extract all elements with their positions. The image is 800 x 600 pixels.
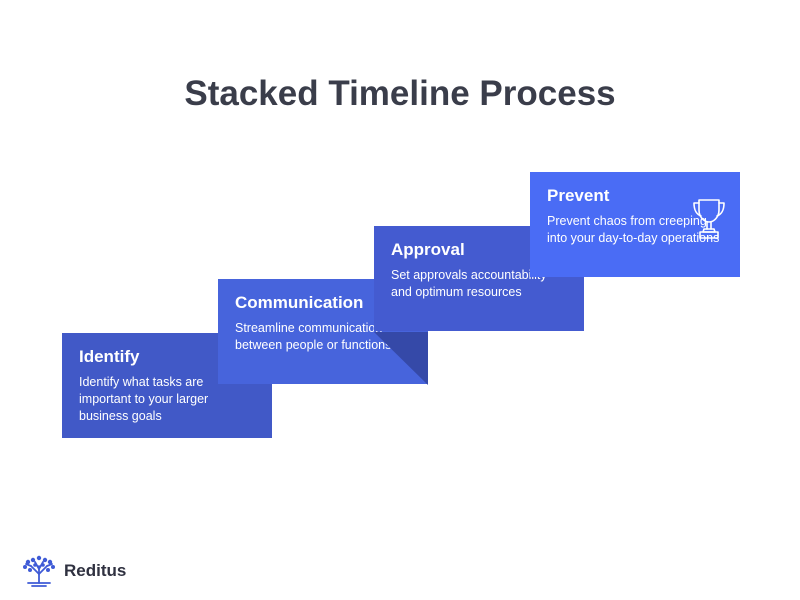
step-description: Set approvals accountability and optimum…	[391, 268, 547, 299]
brand-name: Reditus	[64, 561, 127, 580]
brand: Reditus	[22, 554, 126, 588]
page-title: Stacked Timeline Process	[184, 74, 616, 113]
step-prevent: Prevent Prevent chaos from creeping into…	[530, 172, 740, 277]
step-description: Identify what tasks are important to you…	[79, 375, 209, 423]
step-description: Prevent chaos from creeping into your da…	[547, 214, 720, 245]
tree-logo-icon	[23, 555, 55, 587]
trophy-icon	[693, 199, 725, 239]
step-title: Approval	[391, 240, 465, 259]
step-title: Communication	[235, 293, 364, 312]
step-description: Streamline communication between people …	[235, 321, 392, 352]
step-title: Identify	[79, 347, 140, 366]
step-title: Prevent	[547, 186, 610, 205]
